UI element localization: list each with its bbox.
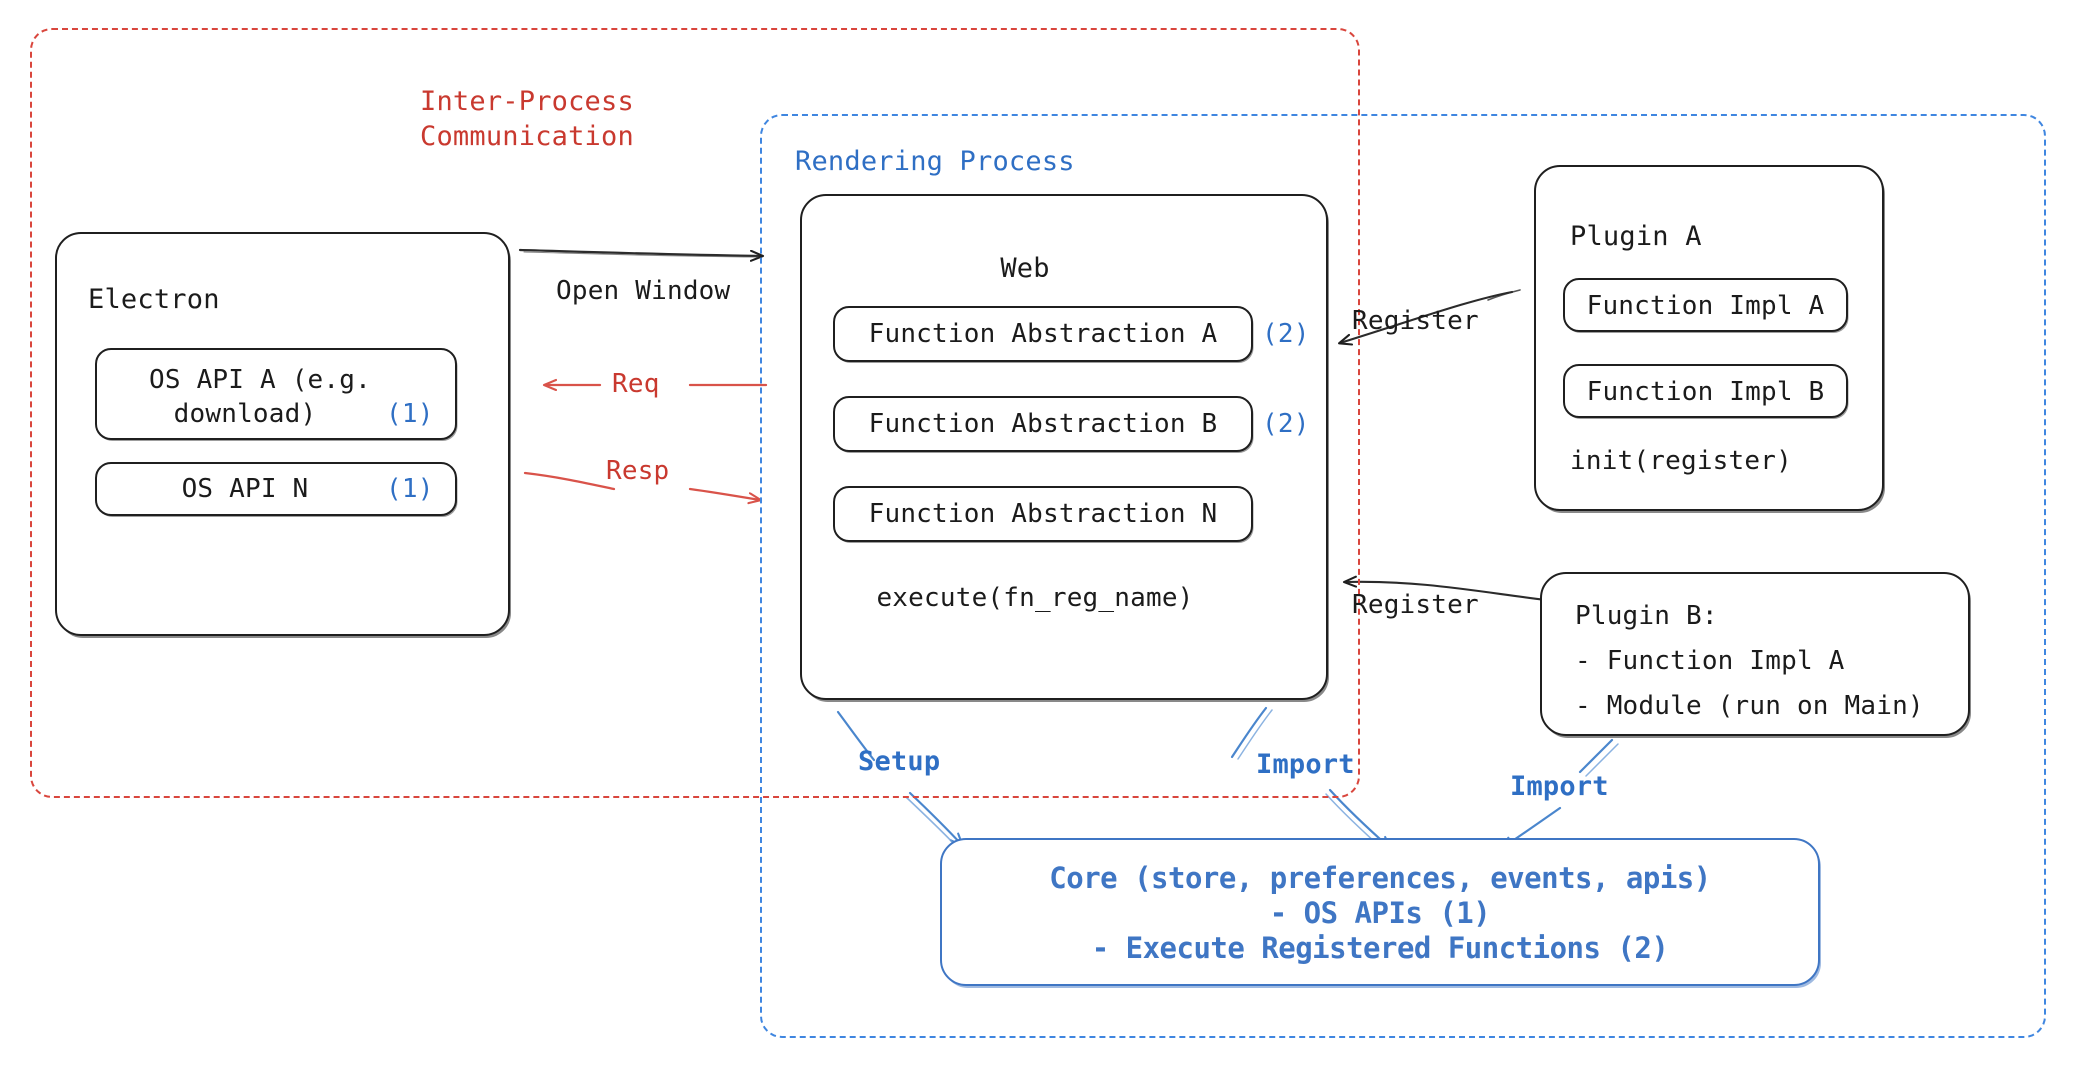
edge-label-req: Req <box>612 369 660 399</box>
core-line-2: - OS APIs (1) <box>1269 896 1491 930</box>
os-api-n-marker: (1) <box>386 474 434 504</box>
core-line-1: Core (store, preferences, events, apis) <box>1049 861 1711 895</box>
region-inter-process-communication <box>30 28 1360 798</box>
edge-label-register-plugin-b: Register <box>1352 590 1479 620</box>
os-api-n-box <box>95 462 457 516</box>
function-abstraction-n-label: Function Abstraction N <box>868 499 1218 529</box>
function-impl-b-label: Function Impl B <box>1586 377 1825 407</box>
electron-title: Electron <box>88 284 220 315</box>
function-impl-a-label: Function Impl A <box>1586 291 1825 321</box>
plugin-b-title: Plugin B: <box>1575 601 1718 631</box>
core-line-3: - Execute Registered Functions (2) <box>1091 931 1669 965</box>
function-abstraction-b-box <box>833 396 1253 452</box>
function-abstraction-b-marker: (2) <box>1262 409 1310 439</box>
plugin-b-item-1: - Module (run on Main) <box>1575 691 1924 721</box>
edge-label-import-web: Import <box>1256 749 1355 780</box>
plugin-a-box <box>1534 165 1884 511</box>
region-ipc-label-line2: Communication <box>420 121 634 152</box>
region-rendering-process <box>760 114 2046 1038</box>
os-api-a-marker: (1) <box>386 399 434 429</box>
plugin-b-box <box>1540 572 1970 736</box>
edge-label-resp: Resp <box>606 456 670 486</box>
os-api-a-label-line1: OS API A (e.g. <box>149 365 371 395</box>
os-api-a-box <box>95 348 457 440</box>
plugin-a-title: Plugin A <box>1570 221 1702 252</box>
core-box <box>940 838 1820 986</box>
plugin-a-init-label: init(register) <box>1570 446 1792 476</box>
function-impl-b-box <box>1563 364 1848 418</box>
function-abstraction-b-label: Function Abstraction B <box>868 409 1218 439</box>
os-api-n-label: OS API N <box>181 474 309 504</box>
function-impl-a-box <box>1563 278 1848 332</box>
region-ipc-label-line1: Inter-Process <box>420 86 634 117</box>
web-title: Web <box>1000 253 1050 284</box>
edge-label-import-plugin-b: Import <box>1510 771 1609 802</box>
function-abstraction-a-label: Function Abstraction A <box>868 319 1218 349</box>
plugin-b-item-0: - Function Impl A <box>1575 646 1845 676</box>
function-abstraction-a-marker: (2) <box>1262 319 1310 349</box>
edge-label-setup: Setup <box>858 746 941 777</box>
function-abstraction-a-box <box>833 306 1253 362</box>
edge-label-open-window: Open Window <box>556 276 731 306</box>
function-abstraction-n-box <box>833 486 1253 542</box>
os-api-a-label-line2: download) <box>173 399 317 429</box>
web-execute-label: execute(fn_reg_name) <box>876 583 1194 613</box>
region-rendering-process-label: Rendering Process <box>795 146 1075 177</box>
edge-label-register-plugin-a: Register <box>1352 306 1479 336</box>
